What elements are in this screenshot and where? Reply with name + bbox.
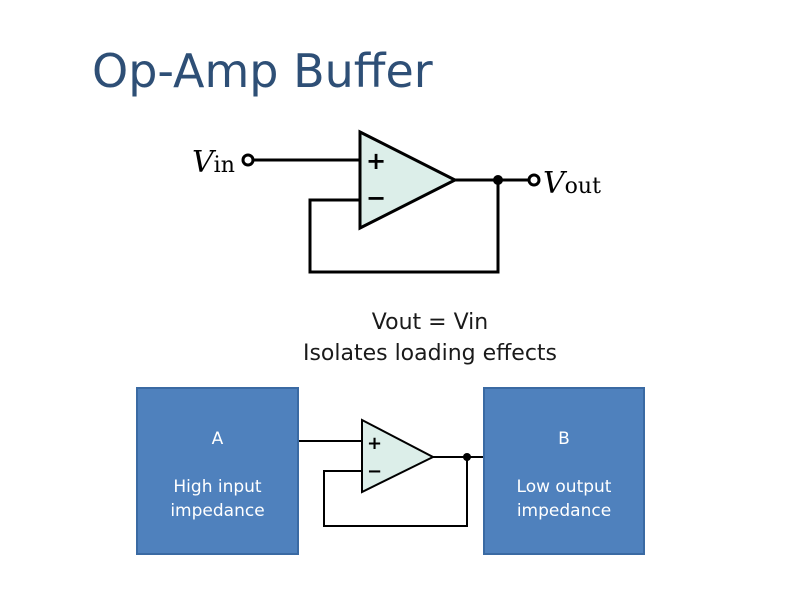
lower-opamp-plus-sign: +: [367, 433, 382, 454]
box-b: B Low output impedance: [483, 387, 645, 555]
upper-schematic: [241, 129, 541, 274]
isolation-note: Isolates loading effects: [302, 341, 558, 366]
box-b-label: B: [558, 429, 570, 449]
box-a-label: A: [211, 429, 224, 449]
lower-feedback-loop: [323, 457, 468, 527]
lower-opamp-symbol: [361, 418, 436, 494]
opamp-symbol: [358, 129, 459, 231]
vout-label: Vout: [543, 166, 601, 201]
equation-text: Vout = Vin: [371, 310, 489, 335]
lower-schematic: [299, 418, 485, 527]
lower-opamp-minus-sign: −: [367, 461, 382, 482]
feedback-loop: [308, 180, 500, 274]
box-a: A High input impedance: [136, 387, 299, 555]
opamp-plus-sign: +: [366, 147, 386, 175]
slide-title: Op-Amp Buffer: [92, 44, 433, 98]
box-b-description: Low output impedance: [516, 477, 612, 521]
opamp-minus-sign: −: [366, 184, 386, 212]
input-terminal: [241, 153, 255, 167]
output-terminal: [527, 173, 541, 187]
box-a-description: High input impedance: [170, 477, 265, 521]
vin-label: Vin: [192, 145, 235, 180]
